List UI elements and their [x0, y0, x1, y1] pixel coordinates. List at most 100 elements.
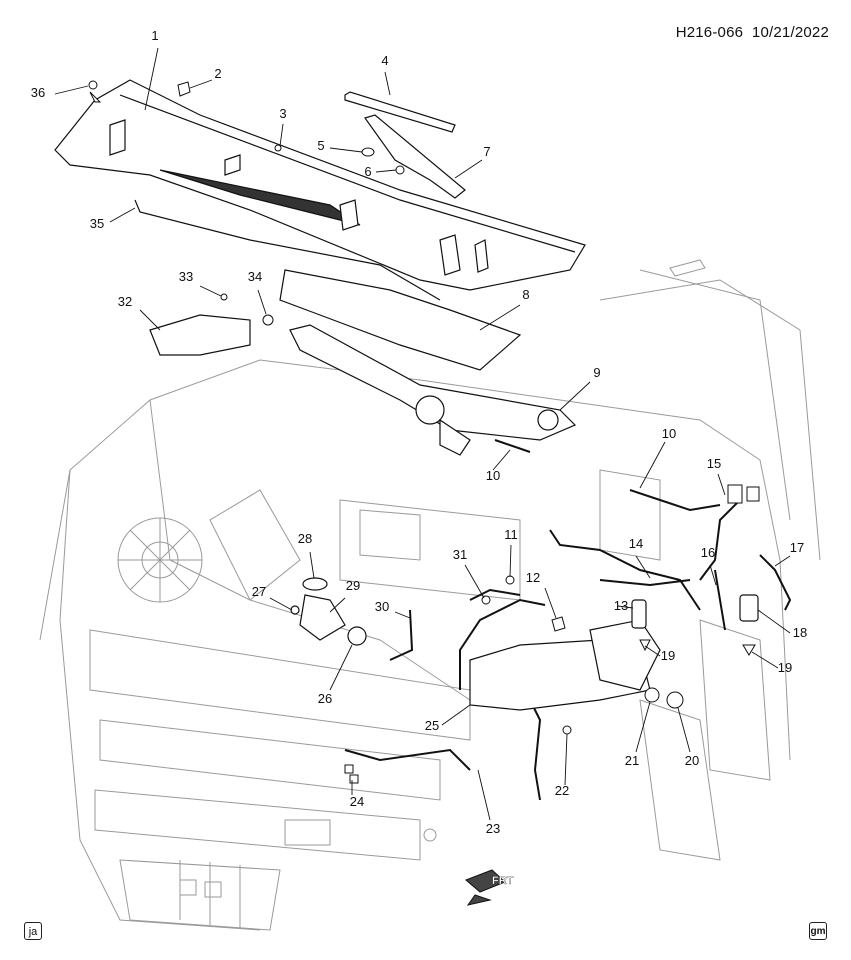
leader-line — [492, 449, 511, 471]
leader-line — [564, 733, 568, 786]
leader-line — [269, 597, 293, 611]
clips-24 — [344, 764, 359, 784]
cowl-vent-panel — [54, 79, 586, 291]
leader-line — [477, 769, 491, 821]
callout-number: 16 — [701, 545, 715, 560]
leader-line — [509, 544, 512, 578]
leader-line — [617, 605, 634, 609]
washer-hose-10b — [629, 489, 721, 512]
cowl-deflector — [279, 269, 522, 371]
callout-number: 34 — [248, 269, 262, 284]
diagram-header: H216-066 10/21/2022 — [676, 24, 829, 41]
callout-number: 8 — [522, 287, 529, 302]
front-direction-arrow: FRT — [465, 869, 514, 906]
seal-21 — [644, 687, 660, 703]
callout-number: 32 — [118, 294, 132, 309]
callout-number: 19 — [661, 648, 675, 663]
leader-line — [454, 159, 483, 179]
callout-number: 17 — [790, 540, 804, 555]
leader-line — [279, 123, 284, 147]
callout-number: 21 — [625, 753, 639, 768]
callout-number: 9 — [593, 365, 600, 380]
leader-line — [199, 285, 222, 297]
fastener-36 — [88, 80, 102, 103]
leader-line — [257, 289, 267, 315]
fastener-33 — [220, 293, 228, 301]
callout-number: 33 — [179, 269, 193, 284]
reservoir-bracket — [589, 619, 661, 691]
leader-line — [717, 473, 726, 496]
leader-line — [329, 644, 353, 691]
nut-6 — [395, 165, 405, 175]
callout-number: 19 — [778, 660, 792, 675]
wiper-arm — [364, 114, 466, 199]
callout-number: 1 — [151, 28, 158, 43]
leader-line — [329, 597, 346, 613]
leader-line — [709, 564, 717, 586]
grommet-34 — [262, 314, 274, 326]
callout-number: 36 — [31, 85, 45, 100]
callout-number: 3 — [279, 106, 286, 121]
leader-line — [677, 707, 691, 753]
callout-number: 29 — [346, 578, 360, 593]
cap-20 — [666, 691, 684, 709]
wiper-transmission — [289, 324, 577, 456]
leader-line — [544, 587, 557, 619]
bracket-32 — [149, 314, 251, 356]
callout-number: 5 — [317, 138, 324, 153]
leader-line — [464, 564, 485, 599]
callout-number: 11 — [504, 527, 518, 542]
clip-12 — [551, 616, 566, 632]
cap-5 — [361, 147, 375, 157]
callout-number: 10 — [662, 426, 676, 441]
nut-22 — [562, 725, 572, 735]
leader-line — [441, 704, 471, 726]
washer-pump-18 — [739, 594, 759, 622]
callout-number: 24 — [350, 794, 364, 809]
callout-number: 10 — [486, 468, 500, 483]
leader-line — [774, 555, 791, 567]
front-arrow-label: FRT — [492, 875, 514, 887]
leader-line — [639, 441, 666, 489]
leader-line — [635, 701, 651, 753]
callout-number: 22 — [555, 783, 569, 798]
callout-number: 30 — [375, 599, 389, 614]
leader-line — [757, 609, 791, 634]
connector-15 — [727, 484, 760, 504]
callout-number: 25 — [425, 718, 439, 733]
artist-initials-badge: ja — [24, 922, 42, 940]
callout-number: 4 — [381, 53, 388, 68]
callout-number: 20 — [685, 753, 699, 768]
callout-number: 6 — [364, 164, 371, 179]
callout-number: 13 — [614, 598, 628, 613]
leader-line — [559, 381, 591, 411]
leader-line — [189, 79, 213, 89]
callout-number: 15 — [707, 456, 721, 471]
callout-number: 26 — [318, 691, 332, 706]
washer-hose-10a — [494, 439, 531, 453]
leader-line — [375, 169, 397, 173]
grommet-19a — [639, 639, 651, 652]
grommet-19b — [742, 644, 756, 656]
leader-line — [54, 85, 89, 95]
cowl-seal — [134, 199, 441, 301]
diagram-id: H216-066 — [675, 24, 744, 41]
vehicle-body-ghost — [39, 259, 821, 931]
leader-line — [139, 309, 161, 331]
filler-neck-assembly — [290, 577, 367, 646]
leader-line — [384, 71, 391, 96]
nut-3 — [274, 144, 282, 152]
callout-number: 35 — [90, 216, 104, 231]
gm-logo-badge: gm — [809, 922, 827, 940]
leader-line — [144, 47, 159, 111]
leader-line — [644, 645, 661, 657]
leader-line — [751, 651, 779, 669]
leader-line — [635, 555, 651, 579]
callout-number: 27 — [252, 584, 266, 599]
callout-number: 2 — [214, 66, 221, 81]
callout-number: 18 — [793, 625, 807, 640]
leader-line — [329, 147, 363, 153]
callout-number: 31 — [453, 547, 467, 562]
